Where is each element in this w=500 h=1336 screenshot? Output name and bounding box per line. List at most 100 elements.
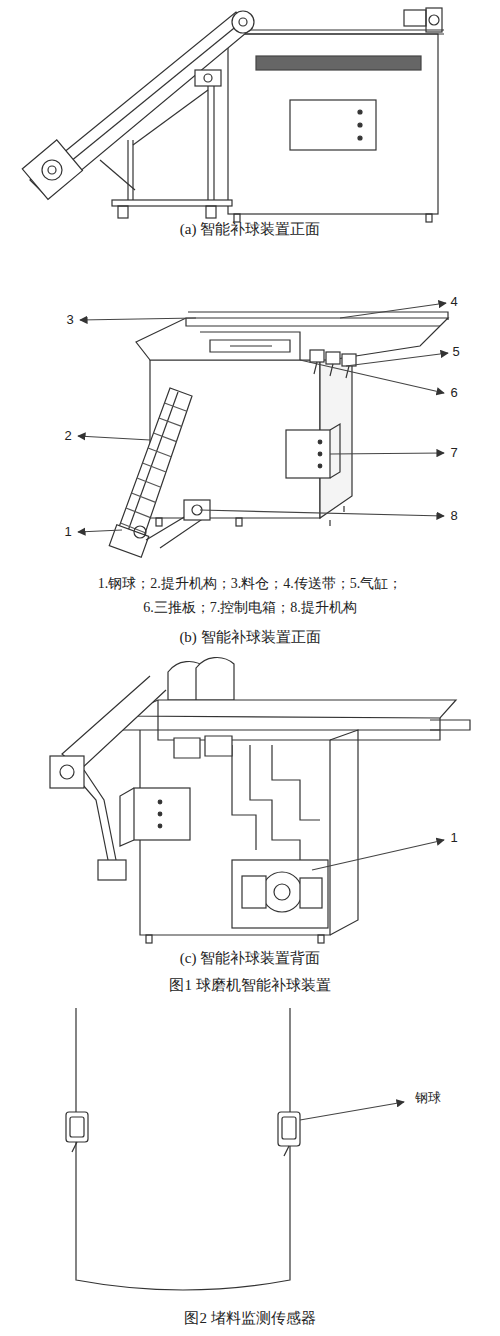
drawing-stroke — [122, 716, 440, 730]
drawing-stroke — [66, 1112, 88, 1142]
drawing-stroke — [78, 436, 150, 440]
callout-number: 4 — [450, 294, 457, 310]
drawing-stroke — [358, 123, 362, 127]
drawing-stroke — [165, 403, 187, 411]
drawing-stroke — [236, 518, 242, 526]
drawing-stroke — [330, 364, 333, 376]
drawing-stroke — [430, 720, 470, 730]
drawing-stroke — [126, 508, 150, 518]
drawing-stroke — [100, 160, 135, 190]
drawing-stroke — [188, 312, 448, 320]
drawing-stroke — [143, 463, 167, 472]
drawing-stroke — [156, 518, 162, 526]
drawing-stroke — [358, 136, 362, 140]
drawing-stroke — [232, 11, 254, 33]
drawing-stroke — [330, 453, 444, 454]
figure-caption: 图1 球磨机智能补球装置 — [169, 976, 330, 994]
drawing-stroke — [121, 403, 187, 533]
drawing-stroke — [60, 765, 74, 779]
drawing-stroke — [195, 70, 221, 86]
callout-number: 钢球 — [415, 1090, 441, 1106]
drawing-stroke — [186, 318, 440, 326]
drawing-stroke — [137, 478, 161, 487]
figure-caption: 图2 堵料监测传感器 — [184, 1309, 315, 1327]
drawing-stroke — [346, 366, 349, 378]
drawing-stroke — [132, 140, 133, 205]
drawing-stroke — [318, 452, 322, 456]
drawing-stroke — [132, 493, 156, 502]
drawing-stroke — [426, 8, 442, 32]
drawing-stroke — [326, 352, 340, 364]
drawing-stroke — [78, 530, 122, 532]
drawing-stroke — [112, 200, 232, 206]
drawing-stroke — [146, 935, 152, 943]
drawing-stroke — [404, 10, 426, 26]
drawing-stroke — [358, 110, 362, 114]
drawing-stroke — [22, 140, 82, 200]
drawing-stroke — [239, 18, 247, 26]
drawing-stroke — [115, 388, 192, 548]
callout-number: 8 — [450, 508, 457, 524]
drawing-stroke — [76, 1008, 290, 1290]
drawing-stroke — [210, 340, 290, 352]
drawing-stroke — [312, 840, 444, 870]
drawing-stroke — [278, 1112, 300, 1146]
legend-text: 1.钢球；2.提升机构；3.料仓；4.传送带；5.气缸； — [98, 576, 403, 593]
drawing-stroke — [228, 34, 438, 214]
callout-number: 3 — [66, 312, 73, 328]
drawing-stroke — [136, 318, 448, 360]
drawing-stroke — [134, 788, 190, 840]
drawing-stroke — [330, 730, 358, 935]
drawing-stroke — [429, 15, 439, 25]
drawing-stroke — [256, 56, 421, 70]
callout-number: 1 — [450, 830, 457, 846]
drawing-stroke — [72, 1142, 77, 1152]
drawing-stroke — [204, 74, 212, 82]
drawing-stroke — [318, 440, 322, 444]
drawing-stroke — [272, 745, 320, 820]
drawing-stroke — [200, 510, 444, 516]
drawing-stroke — [158, 700, 440, 740]
drawing-stroke — [232, 745, 256, 850]
back-view-c — [50, 658, 470, 943]
drawing-stroke — [262, 872, 302, 912]
callout-number: 1 — [64, 524, 71, 540]
drawing-stroke — [148, 448, 171, 457]
drawing-stroke — [318, 464, 322, 468]
drawing-stroke — [230, 345, 272, 346]
drawing-stroke — [158, 812, 162, 816]
drawing-stroke — [330, 424, 340, 478]
drawing-stroke — [159, 418, 182, 426]
drawing-stroke — [274, 884, 290, 900]
drawing-stroke — [206, 206, 216, 218]
drawing-stroke — [286, 430, 330, 478]
drawing-stroke — [310, 350, 324, 362]
drawing-stroke — [234, 214, 240, 222]
leader-line-c — [312, 840, 444, 870]
drawing-stroke — [98, 860, 126, 880]
drawing-stroke — [340, 303, 446, 318]
blockage-sensor-figure — [66, 1008, 404, 1290]
drawing-stroke — [300, 878, 322, 908]
drawing-stroke — [222, 33, 444, 34]
leader-lines-b — [78, 303, 448, 532]
drawing-stroke — [426, 214, 432, 222]
drawing-stroke — [118, 206, 128, 218]
drawing-stroke — [290, 100, 376, 150]
drawing-stroke — [124, 392, 178, 542]
figure-caption: (b) 智能补球装置正面 — [179, 628, 320, 646]
figure-caption: (c) 智能补球装置背面 — [180, 949, 320, 967]
drawing-stroke — [158, 800, 162, 804]
front-view-b — [109, 312, 448, 557]
drawing-stroke — [318, 935, 324, 943]
drawing-stroke — [48, 166, 56, 174]
drawing-stroke — [50, 756, 84, 788]
drawing-stroke — [213, 70, 214, 205]
drawing-stroke — [134, 526, 146, 538]
drawing-stroke — [127, 140, 128, 205]
drawing-stroke — [42, 160, 62, 180]
drawing-stroke — [330, 506, 344, 526]
drawing-stroke — [300, 360, 444, 393]
callout-number: 5 — [452, 344, 459, 360]
